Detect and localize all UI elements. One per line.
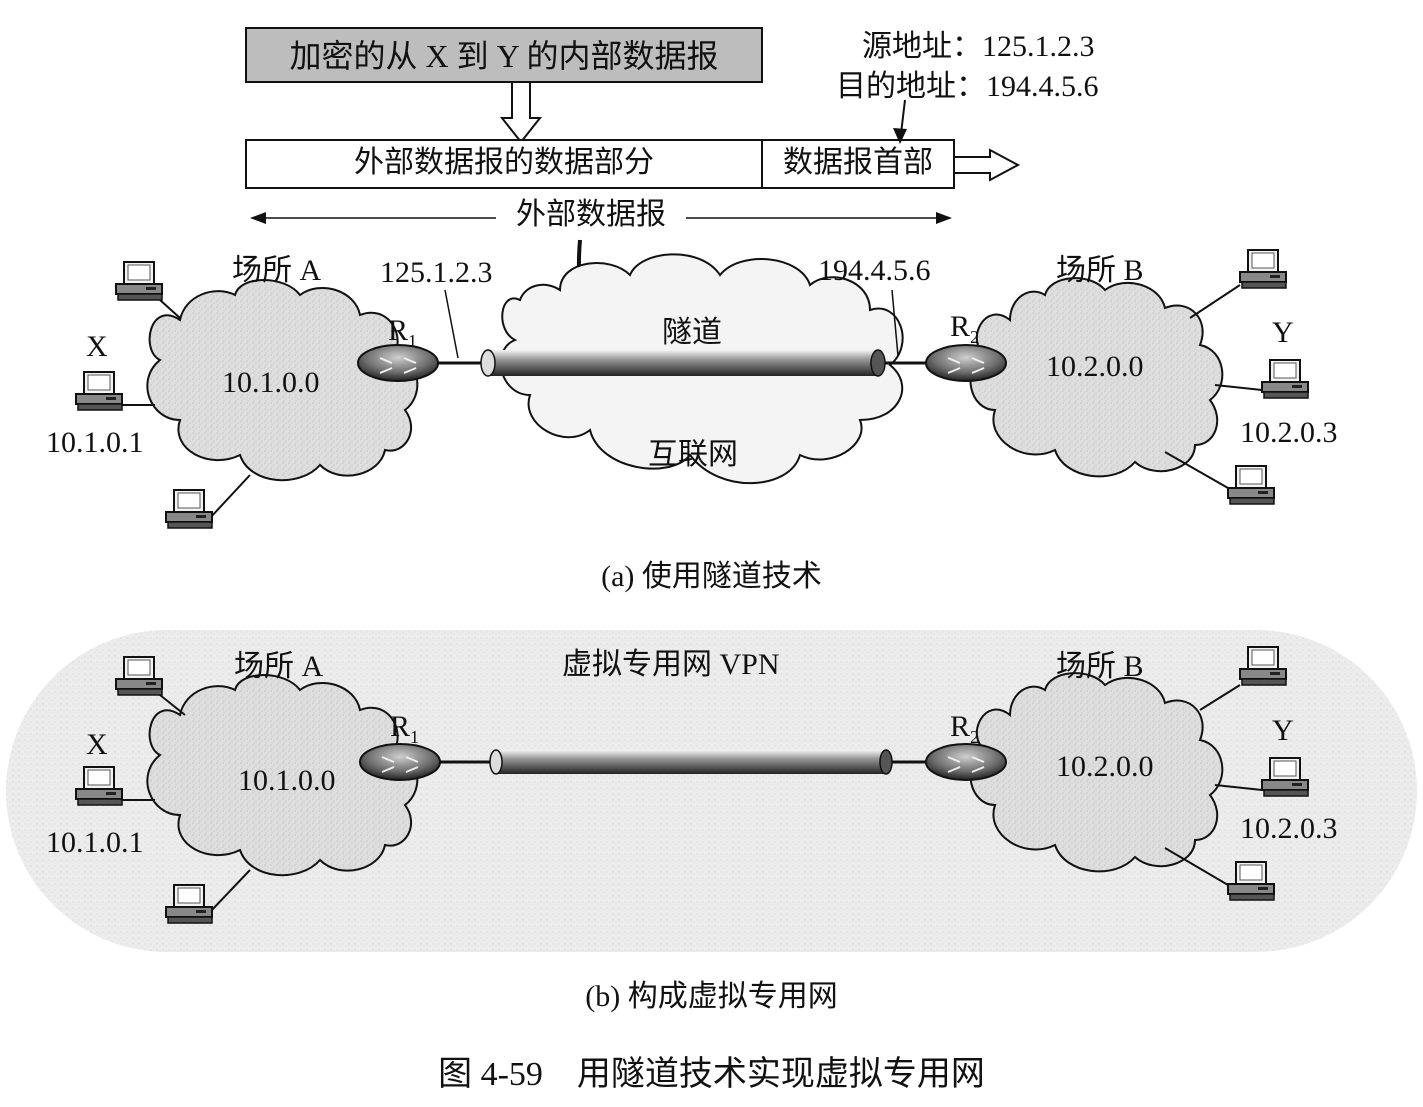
forward-arrow (953, 148, 1021, 182)
router-r1-b-icon (359, 743, 441, 781)
figure-caption: 图 4-59 用隧道技术实现虚拟专用网 (438, 1056, 985, 1093)
host-x-label-b: X (86, 728, 108, 761)
host-x-label-a: X (86, 330, 108, 363)
host-a3-icon (165, 489, 213, 529)
outer-data-part-label: 外部数据报的数据部分 (354, 146, 654, 179)
r2-address-label: 194.4.5.6 (818, 254, 931, 287)
router-r2-label-b: R2 (950, 710, 980, 747)
site-a-label-a: 场所 A (232, 254, 322, 287)
net-a-label-b: 10.1.0.0 (238, 764, 336, 797)
router-r1-label-a: R1 (388, 314, 418, 351)
host-x-icon (75, 371, 123, 411)
tunnel-label: 隧道 (662, 316, 722, 349)
outer-datagram-label: 外部数据报 (516, 198, 666, 231)
site-b-label-a: 场所 B (1056, 254, 1144, 287)
outer-header-label: 数据报首部 (783, 146, 933, 179)
inner-datagram-box (245, 27, 763, 83)
caption-b: (b) 构成虚拟专用网 (585, 980, 838, 1013)
site-b-cloud-b (969, 672, 1224, 873)
host-b3-icon (1227, 465, 1275, 505)
host-x-address-b: 10.1.0.1 (46, 826, 144, 859)
host-y-icon (1261, 359, 1309, 399)
inner-datagram-label: 加密的从 X 到 Y 的内部数据报 (289, 38, 719, 74)
site-b-label-b: 场所 B (1056, 650, 1144, 683)
site-a-cloud-a (146, 279, 419, 482)
host-y-label-b: Y (1272, 714, 1294, 747)
router-r2-b-icon (925, 743, 1007, 781)
outer-data-part-box (245, 139, 763, 189)
net-b-label-a: 10.2.0.0 (1046, 350, 1144, 383)
source-address-line: 源地址：125.1.2.3 (862, 30, 1095, 63)
host-a1-icon (115, 261, 163, 301)
site-a-cloud-b (146, 674, 419, 877)
net-a-label-a: 10.1.0.0 (222, 366, 320, 399)
internet-label: 互联网 (648, 438, 738, 471)
tunnel-pipe-a (480, 349, 886, 377)
site-b-cloud-a (969, 277, 1224, 478)
router-r2-label-a: R2 (950, 310, 980, 347)
host-x-address-a: 10.1.0.1 (46, 426, 144, 459)
host-y-label-a: Y (1272, 316, 1294, 349)
vpn-label: 虚拟专用网 VPN (562, 648, 780, 681)
tunnel-pipe-b (489, 749, 893, 775)
caption-a: (a) 使用隧道技术 (601, 560, 822, 593)
encapsulate-arrow (499, 81, 543, 144)
outer-header-box (761, 139, 955, 189)
host-y-address-b: 10.2.0.3 (1240, 812, 1338, 845)
host-b1-icon (1239, 249, 1287, 289)
router-r2-icon (925, 344, 1007, 382)
router-r1-icon (357, 344, 439, 382)
r1-address-label: 125.1.2.3 (380, 256, 493, 289)
host-y-address-a: 10.2.0.3 (1240, 416, 1338, 449)
router-r1-label-b: R1 (390, 710, 420, 747)
destination-address-line: 目的地址：194.4.5.6 (836, 70, 1099, 103)
site-a-label-b: 场所 A (234, 650, 324, 683)
net-b-label-b: 10.2.0.0 (1056, 750, 1154, 783)
